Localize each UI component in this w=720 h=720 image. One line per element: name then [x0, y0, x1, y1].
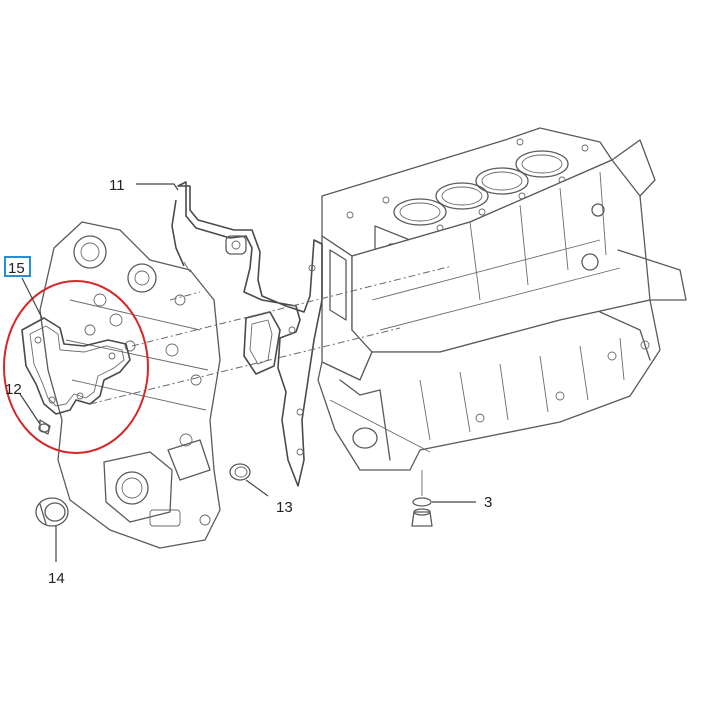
timing-cover — [39, 221, 221, 549]
leader-15 — [21, 277, 43, 319]
oil-seal-13 — [229, 463, 251, 481]
callout-15: 15 — [8, 260, 25, 277]
crank-seal-14 — [35, 497, 69, 527]
leader-12 — [19, 393, 41, 425]
callout-11: 11 — [109, 177, 125, 194]
drain-plug — [411, 470, 433, 527]
callout-12: 12 — [5, 381, 22, 398]
assembly-center-lines — [89, 265, 453, 405]
water-pump-gasket-15 — [21, 317, 131, 435]
highlight-circle — [3, 280, 149, 454]
callout-14: 14 — [48, 570, 65, 587]
callout-3: 3 — [484, 494, 492, 511]
callout-13: 13 — [276, 499, 293, 516]
leader-13 — [245, 479, 269, 497]
leader-11 — [136, 183, 179, 191]
callout-15-box — [4, 256, 31, 277]
engine-block — [317, 127, 687, 471]
